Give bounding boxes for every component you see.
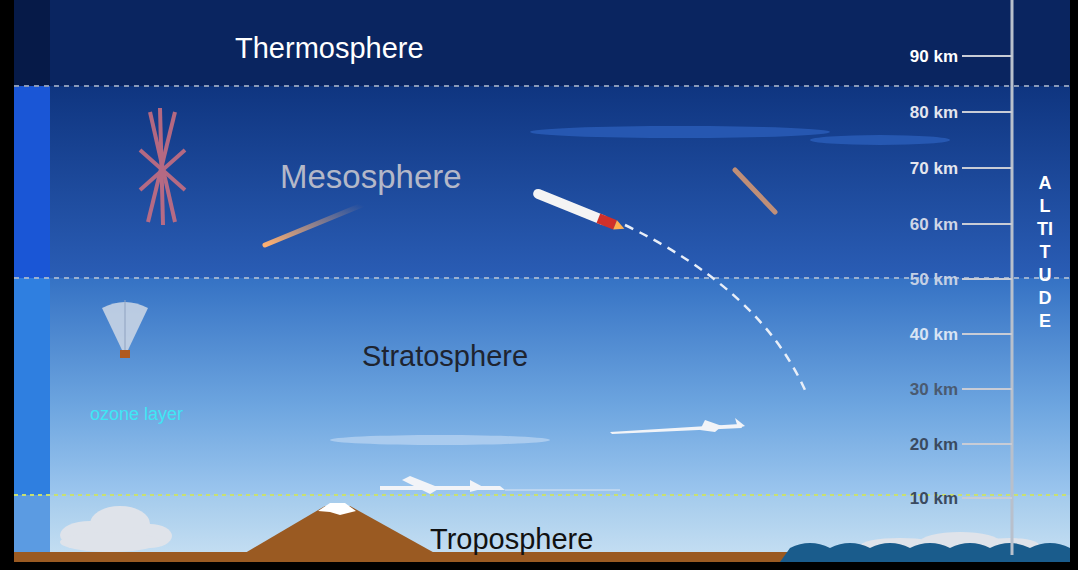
tick-mark [962, 333, 1012, 335]
layer-name: Stratosphere [362, 342, 528, 371]
layer-name: Mesosphere [280, 160, 462, 193]
layer-name: Troposphere [430, 525, 593, 554]
altitude-tick-label: 70 km [910, 160, 958, 177]
atmosphere-layer-band: Thermosphere [14, 0, 1070, 86]
altitude-tick-label: 30 km [910, 381, 958, 398]
altitude-tick-label: 90 km [910, 48, 958, 65]
altitude-tick-label: 10 km [910, 490, 958, 507]
tick-mark [962, 388, 1012, 390]
altitude-tick-label: 60 km [910, 216, 958, 233]
ozone-layer-label: ozone layer [90, 405, 183, 423]
tick-mark [962, 443, 1012, 445]
tick-mark [962, 111, 1012, 113]
altitude-tick-label: 40 km [910, 326, 958, 343]
tick-mark [962, 167, 1012, 169]
tick-mark [962, 223, 1012, 225]
tick-mark [962, 278, 1012, 280]
altitude-tick-label: 50 km [910, 271, 958, 288]
tick-mark [962, 497, 1012, 499]
tick-mark [962, 55, 1012, 57]
altitude-tick-label: 20 km [910, 436, 958, 453]
layer-name: Thermosphere [235, 34, 424, 63]
axis-title: ALTITUDE [1036, 172, 1054, 333]
altitude-tick-label: 80 km [910, 104, 958, 121]
